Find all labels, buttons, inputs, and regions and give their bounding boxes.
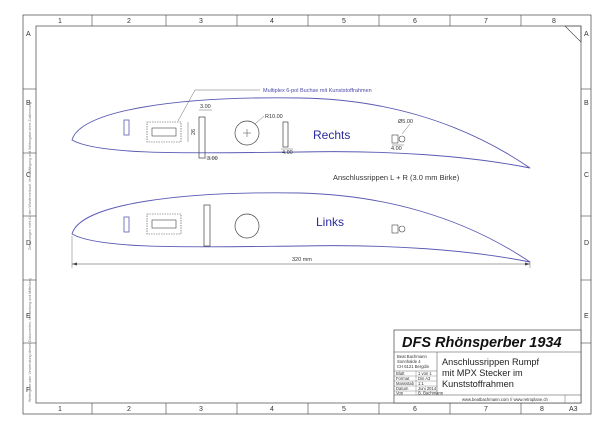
col-label: 6 — [413, 406, 417, 413]
nose-slot — [123, 119, 130, 136]
inner-frame — [35, 25, 582, 404]
small-hole — [398, 135, 406, 143]
col-label: 3 — [199, 406, 203, 413]
side-note: Zeichnungen nicht für den Wiederverkauf,… — [28, 102, 32, 250]
col-label: 1 — [58, 18, 62, 25]
rib-right-outline — [71, 97, 531, 169]
description-line: Anschlussrippen Rumpf — [442, 357, 539, 367]
row-label: B — [584, 100, 589, 107]
connector-frame — [146, 213, 182, 235]
author-line: Sonnhalde 4 — [397, 359, 421, 364]
col-label: 2 — [127, 406, 131, 413]
row-ticks — [23, 88, 591, 344]
col-label: 4 — [270, 18, 274, 25]
col-label: 4 — [270, 406, 274, 413]
label-left: Links — [316, 215, 344, 229]
dim-mid-slot: 4.00 — [282, 150, 293, 156]
row-label: E — [584, 313, 589, 320]
drawing-title: DFS Rhönsperber 1934 — [402, 335, 562, 351]
rib-left — [71, 192, 531, 263]
small-hole — [398, 225, 406, 233]
total-length-dimension: 320 mm — [71, 236, 531, 268]
row-label: B — [26, 100, 31, 107]
connector-note: Multiplex 6-pol Buchse mit Kunststoffrah… — [263, 88, 372, 94]
column-ticks — [91, 15, 522, 414]
meta-value: 1:1 — [418, 381, 424, 386]
col-label: 8 — [540, 406, 544, 413]
meta-label: Massstab — [396, 381, 415, 386]
dim-frame-height: 26 — [191, 129, 197, 135]
dim-hole-radius: R10.00 — [265, 114, 283, 120]
meta-label: Datum — [396, 386, 409, 391]
dim-total-length: 320 mm — [292, 257, 312, 263]
col-label: 5 — [342, 18, 346, 25]
column-labels-bottom: 1 2 3 4 5 6 7 8 — [58, 406, 544, 413]
caption: Anschlussrippen L + R (3.0 mm Birke) — [333, 173, 460, 182]
col-label: 7 — [484, 18, 488, 25]
connector-frame — [146, 121, 182, 143]
rib-right — [71, 97, 531, 169]
row-label: D — [584, 240, 589, 247]
nose-slot — [123, 216, 130, 233]
col-label: 8 — [552, 18, 556, 25]
description-line: Kunststoffrahmen — [442, 379, 514, 389]
outer-frame — [22, 14, 592, 415]
row-label: D — [26, 240, 31, 247]
websites: www.beatbachmann.com // www.retroplane.c… — [462, 397, 549, 402]
connector-socket — [151, 219, 177, 229]
label-right: Rechts — [313, 128, 350, 142]
row-label: A — [26, 31, 31, 38]
meta-label: Von — [396, 391, 404, 396]
rib-right-annotations: Multiplex 6-pol Buchse mit Kunststoffrah… — [177, 88, 413, 162]
col-label: 3 — [199, 18, 203, 25]
author-line: CH 6121 Bergdin — [397, 364, 430, 369]
connector-socket — [151, 127, 177, 137]
dim-small-hole-offset: 4.00 — [391, 146, 402, 152]
corner-mark — [564, 25, 582, 43]
side-note: Weitergabe oder Verwendung dieses Dokume… — [28, 278, 32, 402]
meta-label: Format — [396, 376, 410, 381]
row-label: E — [26, 313, 31, 320]
mid-slot — [282, 121, 289, 148]
col-label: 7 — [484, 406, 488, 413]
meta-value: B. Bachmann — [418, 391, 444, 396]
rear-slot — [203, 204, 211, 247]
row-label: C — [26, 172, 31, 179]
meta-value: Din A3 — [418, 376, 431, 381]
dim-rear-slot: 3.00 — [207, 156, 218, 162]
col-label: 5 — [342, 406, 346, 413]
meta-label: Blatt — [396, 371, 405, 376]
row-labels-left: A B C D E F — [26, 31, 31, 394]
meta-value: Juni 2014 — [418, 386, 437, 391]
column-labels-top: 1 2 3 4 5 6 7 8 — [58, 18, 556, 25]
row-label: C — [584, 172, 589, 179]
description-line: mit MPX Stecker im — [442, 368, 523, 378]
row-labels-right: A B C D E — [584, 31, 589, 320]
meta-value: 1 von 1 — [418, 371, 432, 376]
col-label: 2 — [127, 18, 131, 25]
rear-slot — [198, 116, 206, 159]
row-label: A — [584, 31, 589, 38]
small-pin-block — [391, 224, 399, 234]
col-label: 1 — [58, 406, 62, 413]
lightening-hole — [234, 213, 260, 239]
sheet-format: A3 — [569, 406, 578, 413]
dim-small-hole: Ø5.00 — [398, 119, 413, 125]
dim-slot-width: 3.00 — [200, 104, 211, 110]
col-label: 6 — [413, 18, 417, 25]
small-pin-block — [391, 134, 399, 144]
title-block: DFS Rhönsperber 1934 Beat Bachmann Sonnh… — [393, 329, 582, 413]
rib-left-outline — [71, 192, 531, 263]
row-label: F — [26, 387, 30, 394]
author-line: Beat Bachmann — [397, 354, 427, 359]
lightening-hole — [234, 120, 260, 146]
